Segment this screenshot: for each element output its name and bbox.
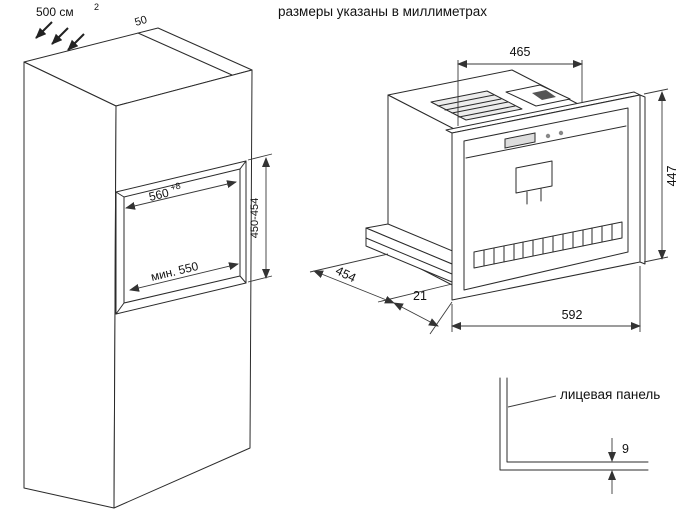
vent-arrow-1 <box>35 21 53 39</box>
dim-454-label-group: 454 <box>333 264 358 286</box>
niche-width-label: 560 <box>147 186 170 204</box>
dim-454-line <box>313 270 395 304</box>
niche-height-label: 450-454 <box>249 198 261 238</box>
drip-grate-hatch <box>483 223 613 267</box>
niche-corner-lines <box>115 160 247 315</box>
cabinet-left-face <box>23 61 117 509</box>
dim-9-label: 9 <box>622 442 629 456</box>
niche-width-tolerance: +8 <box>169 181 181 193</box>
niche-depth-dim-line <box>129 262 239 292</box>
panel-detail-drawing: лицевая панель 9 <box>499 377 660 494</box>
spouts <box>526 188 542 205</box>
panel-label: лицевая панель <box>560 387 660 402</box>
dim-21-label: 21 <box>413 289 427 303</box>
spout-unit <box>515 160 553 194</box>
lid-slot <box>532 90 556 100</box>
top-vent-hatch <box>437 94 516 118</box>
control-band-line <box>465 125 627 159</box>
dim-447-label: 447 <box>665 166 679 187</box>
frame-right-edge <box>639 94 646 265</box>
appliance-drawing: 465 447 454 21 592 <box>309 45 679 335</box>
top-gap-label-group: 50 <box>133 14 148 29</box>
vent-arrow-2 <box>51 27 69 45</box>
display <box>504 132 536 149</box>
niche-width-dim-line <box>125 180 237 210</box>
dim-21-line <box>393 302 439 327</box>
panel-leader-line <box>507 395 557 408</box>
vent-strip-line <box>137 32 233 76</box>
dim-465-label: 465 <box>510 45 531 59</box>
vent-area-label: 500 см <box>36 5 74 19</box>
button-2 <box>558 130 564 136</box>
vent-arrows <box>35 21 85 51</box>
cabinet-drawing: 500 см 2 50 560 +8 мин. 550 450-454 <box>23 2 273 509</box>
panel-section-lines <box>499 377 649 471</box>
niche-width-label-group: 560 +8 <box>147 181 181 204</box>
dim-454-label: 454 <box>333 264 358 286</box>
top-gap-label: 50 <box>133 14 148 29</box>
dim-21-ext-line <box>429 301 453 335</box>
tray-rail-line <box>365 237 453 275</box>
vent-area-sup: 2 <box>94 2 99 12</box>
vent-arrow-3 <box>67 33 85 51</box>
dim-447-label-group: 447 <box>665 166 679 187</box>
niche-height-label-group: 450-454 <box>249 198 261 238</box>
button-1 <box>545 133 551 139</box>
dim-592-label: 592 <box>562 308 583 322</box>
page-title: размеры указаны в миллиметрах <box>278 4 487 19</box>
